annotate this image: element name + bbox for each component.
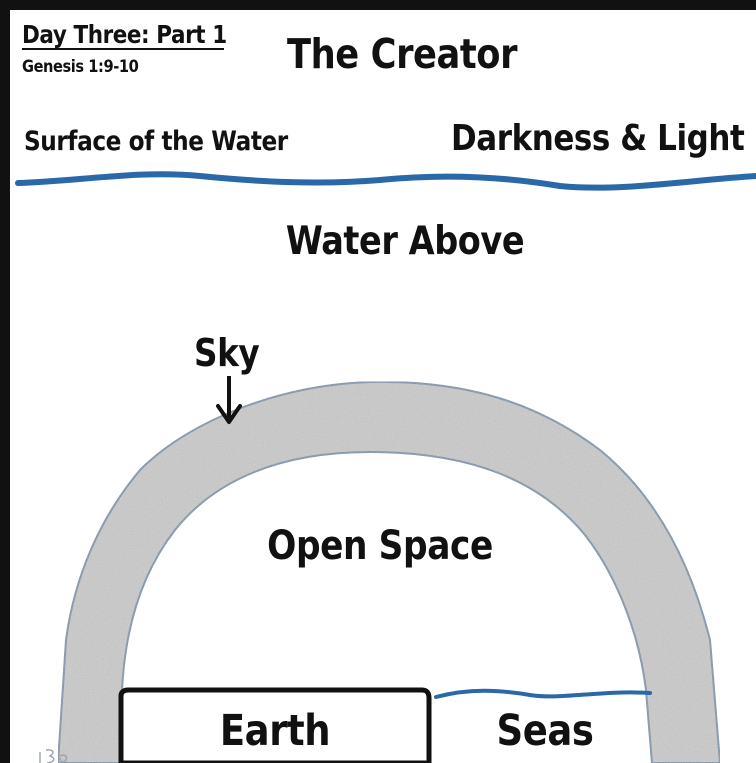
sky-label: Sky xyxy=(194,331,259,375)
seas-wave xyxy=(436,691,650,697)
main-title: The Creator xyxy=(287,30,517,78)
earth-label: Earth xyxy=(220,706,330,756)
seas-label: Seas xyxy=(497,706,594,756)
darkness-light-label: Darkness & Light xyxy=(451,118,744,159)
open-space-label: Open Space xyxy=(267,523,493,569)
surface-water-wave xyxy=(18,174,756,187)
surface-label: Surface of the Water xyxy=(24,126,288,157)
genesis-reference: Genesis 1:9-10 xyxy=(22,57,138,77)
water-above-label: Water Above xyxy=(286,219,524,264)
day-title: Day Three: Part 1 xyxy=(22,20,227,49)
